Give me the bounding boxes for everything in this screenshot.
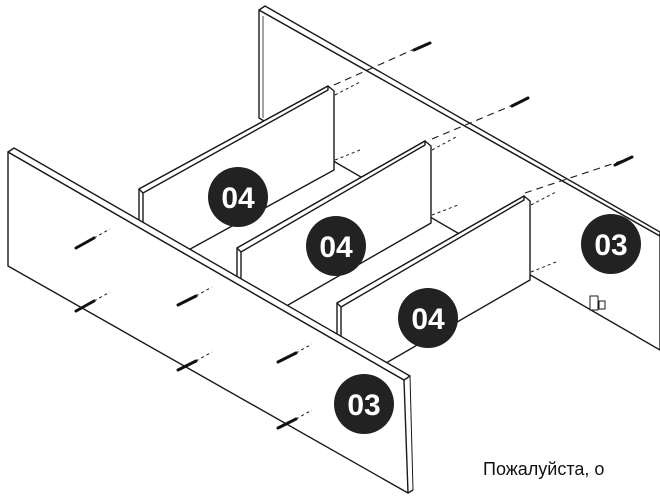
part-badge-back-side: 03 <box>581 214 641 274</box>
back-screw-lines <box>333 42 631 194</box>
dowel-marks <box>334 81 557 273</box>
svg-text:04: 04 <box>411 303 445 336</box>
back-screw-icons <box>412 41 634 167</box>
hinge-icon <box>589 295 606 311</box>
back-side-panel <box>258 5 660 351</box>
front-screw-icons <box>74 236 298 430</box>
svg-text:03: 03 <box>594 229 627 262</box>
instruction-caption: Пожалуйста, о <box>483 459 605 479</box>
front-side-panel <box>7 147 414 494</box>
part-badge-divider-3: 04 <box>398 288 458 348</box>
part-badge-divider-1: 04 <box>208 167 268 227</box>
svg-text:03: 03 <box>347 389 380 422</box>
part-badge-front-side: 03 <box>334 374 394 434</box>
svg-text:04: 04 <box>319 231 353 264</box>
svg-text:04: 04 <box>221 182 255 215</box>
part-badge-divider-2: 04 <box>306 216 366 276</box>
